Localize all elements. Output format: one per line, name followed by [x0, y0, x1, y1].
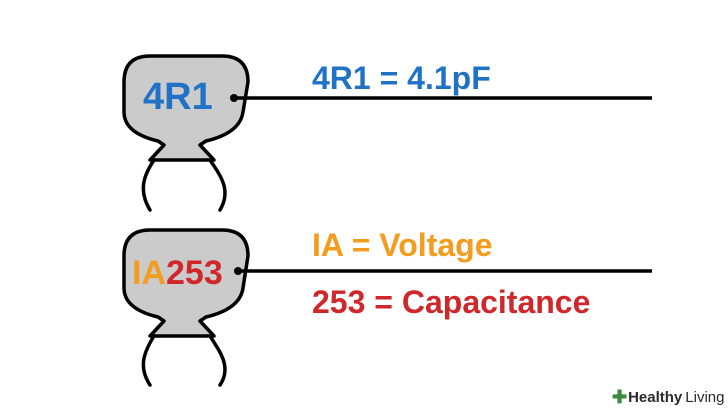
capacitor-top-code: 4R1	[143, 76, 213, 118]
watermark: ✚ Healthy Living	[612, 386, 724, 408]
capacitor-top-right-lead	[208, 158, 227, 212]
watermark-brand-b: Living	[685, 388, 725, 406]
capacitor-bottom: IA253	[122, 228, 250, 387]
capacitor-top-left-lead	[141, 158, 156, 212]
capacitor-bottom-body	[122, 228, 250, 338]
leader-dot-top	[230, 94, 238, 102]
capacitor-bottom-code-number: 253	[166, 254, 223, 292]
watermark-brand-a: Healthy	[628, 388, 683, 406]
capacitor-bottom-code: IA253	[132, 254, 223, 292]
label-capacitance: 253 = Capacitance	[312, 284, 591, 320]
capacitor-top: 4R1	[122, 54, 250, 212]
capacitor-bottom-right-lead	[208, 334, 227, 387]
leader-dot-bottom	[234, 267, 242, 275]
capacitor-bottom-left-lead	[141, 334, 156, 387]
label-voltage: IA = Voltage	[312, 227, 493, 263]
label-top-value: 4R1 = 4.1pF	[312, 60, 491, 96]
plus-cross-icon: ✚	[612, 386, 628, 407]
capacitor-bottom-code-prefix: IA	[132, 254, 166, 292]
capacitor-top-body	[122, 54, 250, 162]
